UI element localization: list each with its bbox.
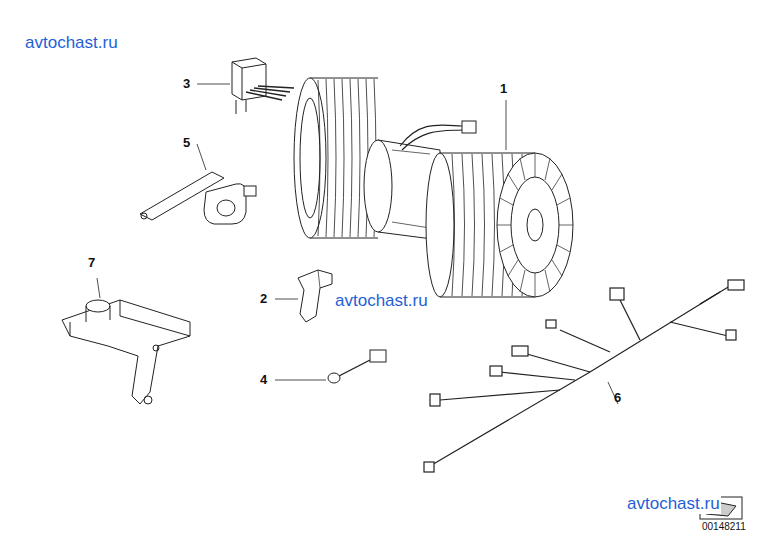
callout-number: 7 xyxy=(88,256,95,270)
blower-motor xyxy=(294,78,573,297)
callout-number: 3 xyxy=(183,77,190,91)
callout-number: 1 xyxy=(500,82,507,96)
callout-number: 2 xyxy=(260,292,267,306)
watermark: avtochast.ru xyxy=(334,292,429,311)
callout-number: 5 xyxy=(183,136,190,150)
temperature-sensor xyxy=(328,350,386,383)
wiring-harness xyxy=(424,280,744,472)
flap-actuator xyxy=(140,172,256,224)
drawing-number: 00148211 xyxy=(702,521,746,532)
leader-lines xyxy=(97,84,618,404)
callout-number: 6 xyxy=(614,391,621,405)
watermark: avtochast.ru xyxy=(626,495,721,514)
callout-number: 4 xyxy=(260,373,267,387)
holding-clip xyxy=(298,270,332,322)
blower-resistor xyxy=(232,58,294,114)
watermark: avtochast.ru xyxy=(24,34,119,53)
blower-bracket xyxy=(62,300,190,404)
